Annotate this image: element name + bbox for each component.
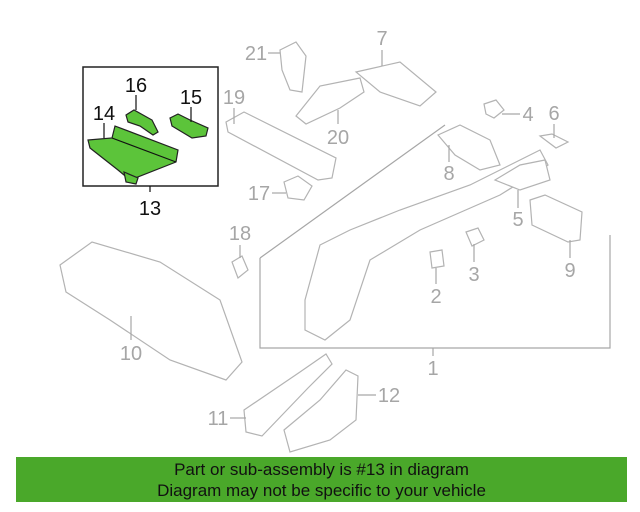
callout-15[interactable]: 15 [180,87,202,109]
part-4-clip[interactable] [483,99,505,119]
info-banner: Part or sub-assembly is #13 in diagram D… [16,457,627,502]
part-21-bracket[interactable] [279,41,307,93]
callout-20: 20 [327,127,349,149]
callout-6: 6 [548,103,559,125]
part-14-floor-crossmember[interactable] [87,125,179,185]
callout-18: 18 [229,223,251,245]
part-2-bumper[interactable] [429,249,445,269]
part-5-member[interactable] [493,159,551,191]
banner-line-1: Part or sub-assembly is #13 in diagram [174,460,469,479]
callout-14[interactable]: 14 [93,103,115,125]
callout-16[interactable]: 16 [125,75,147,97]
part-12-sill[interactable] [283,369,359,453]
part-15-bracket[interactable] [169,113,209,139]
part-11-sill[interactable] [243,353,333,437]
part-17-bracket[interactable] [283,175,313,201]
part-3-bracket[interactable] [465,227,485,247]
banner-line-2: Diagram may not be specific to your vehi… [157,481,486,500]
part-18-clip[interactable] [231,255,249,279]
part-16-bracket[interactable] [125,109,159,136]
callout-5: 5 [512,209,523,231]
callout-21: 21 [245,43,267,65]
callout-9: 9 [564,260,575,282]
callout-1: 1 [427,358,438,380]
callout-3: 3 [468,264,479,286]
callout-10: 10 [120,343,142,365]
callout-19: 19 [223,87,245,109]
callout-2: 2 [430,286,441,308]
part-10-floor-pan[interactable] [59,241,243,381]
callout-4: 4 [522,104,533,126]
callout-8: 8 [443,163,454,185]
callout-7: 7 [376,28,387,50]
part-9-panel[interactable] [529,194,583,243]
callout-17: 17 [248,183,270,205]
callout-13[interactable]: 13 [139,198,161,220]
part-7-panel[interactable] [354,61,437,107]
part-19-crossmember[interactable] [225,111,337,181]
part-8-bracket[interactable] [437,124,501,171]
callout-12: 12 [378,385,400,407]
part-20-member[interactable] [295,77,365,125]
part-6-bracket[interactable] [538,133,570,149]
callout-11: 11 [208,408,229,430]
